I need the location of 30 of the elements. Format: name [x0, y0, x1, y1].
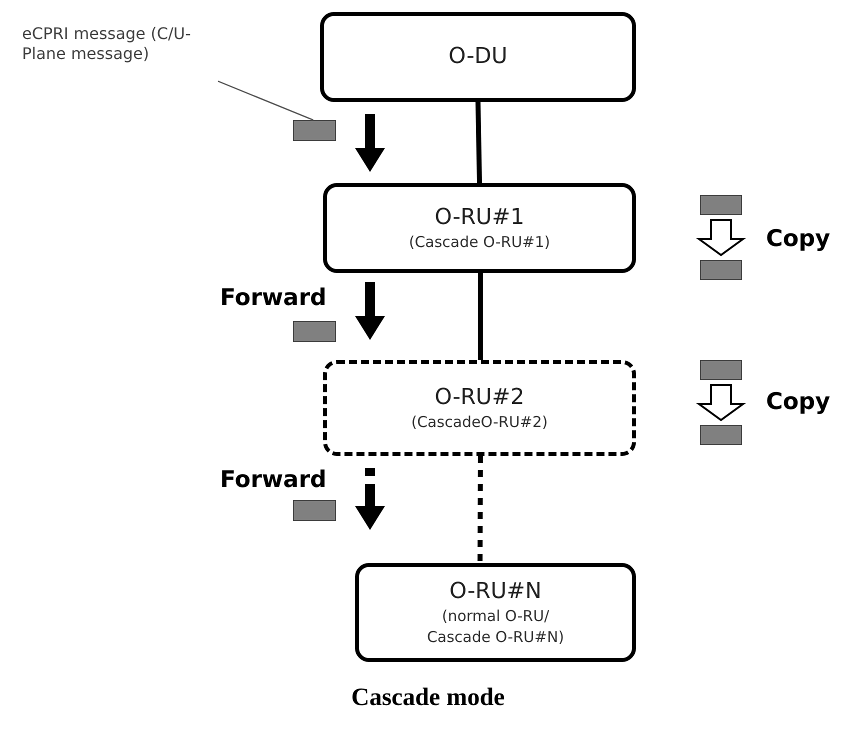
device-name: O-RU#1 — [434, 204, 524, 232]
message-block — [293, 120, 336, 141]
message-block — [700, 260, 742, 280]
caption: Cascade mode — [350, 684, 506, 712]
device-role: (CascadeO-RU#2) — [411, 412, 548, 432]
callout-text: eCPRI message (C/U-Plane message) — [22, 24, 222, 68]
hollow-arrow — [696, 384, 746, 422]
message-block — [293, 500, 336, 521]
action-label: Copy — [766, 226, 830, 252]
action-label: Forward — [220, 285, 326, 311]
leader-line — [218, 80, 314, 121]
device-box — [320, 12, 636, 102]
device-name: O-RU#2 — [434, 384, 524, 412]
message-block — [700, 360, 742, 380]
device-box — [323, 183, 636, 273]
connector-line — [478, 273, 483, 360]
action-label: Forward — [220, 467, 326, 493]
message-block — [700, 425, 742, 445]
hollow-arrow — [696, 219, 746, 256]
message-block — [293, 321, 336, 342]
device-name: O-DU — [448, 43, 508, 71]
action-label: Copy — [766, 389, 830, 415]
device-role: (Cascade O-RU#1) — [408, 232, 550, 252]
device-box — [323, 360, 636, 456]
message-block — [700, 195, 742, 215]
device-role: (normal O-RU/ Cascade O-RU#N) — [426, 606, 566, 648]
device-box — [355, 563, 636, 662]
device-name: O-RU#N — [449, 578, 542, 606]
connector-line — [478, 456, 483, 563]
connector-line — [476, 102, 482, 184]
